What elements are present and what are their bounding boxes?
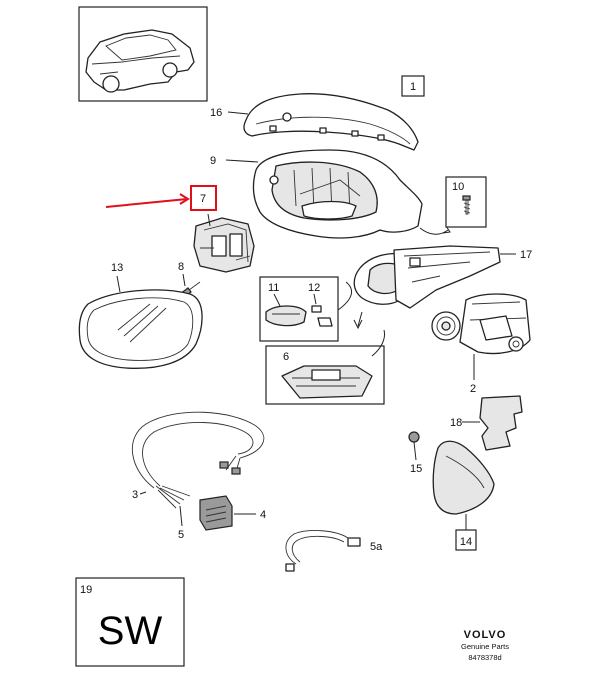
brand-subtitle: Genuine Parts: [461, 642, 509, 651]
callout-13: 13: [111, 262, 123, 274]
callout-19: 19: [80, 584, 92, 596]
part-15-nut: 15: [408, 431, 422, 475]
callout-8: 8: [178, 261, 184, 273]
callout-14: 14: [460, 536, 472, 548]
callout-7: 7: [200, 193, 206, 205]
part-10-screw: 10: [445, 176, 487, 228]
callout-box-1: 1: [401, 75, 425, 97]
callout-9: 9: [210, 155, 216, 167]
callout-1: 1: [410, 81, 416, 93]
part-18-gasket: 18: [450, 395, 523, 451]
callout-5: 5: [178, 529, 184, 541]
callout-11: 11: [268, 282, 279, 294]
callout-18: 18: [450, 417, 462, 429]
callout-17: 17: [520, 249, 532, 261]
callout-6: 6: [283, 351, 289, 363]
callout-box-7: 7: [190, 185, 217, 211]
part-7-actuator: [193, 213, 255, 273]
callout-5a: 5a: [370, 541, 383, 553]
part-6-inset: 6: [265, 329, 385, 405]
callout-10: 10: [452, 181, 464, 193]
callout-12: 12: [308, 282, 320, 294]
callout-4: 4: [260, 509, 266, 521]
part-9-mirror-housing: 9: [210, 149, 451, 239]
part-16-mirror-cover: 16: [210, 93, 419, 151]
highlight-arrow: [105, 193, 190, 208]
callout-2: 2: [470, 383, 476, 395]
part-5-leader: 5: [178, 505, 184, 541]
part-2-motor-unit: 2: [431, 293, 531, 395]
part-11-12-inset: 11 12: [259, 276, 353, 342]
part-13-mirror-glass: 13: [78, 262, 203, 369]
callout-15: 15: [410, 463, 422, 475]
part-3-cable-harness: 3: [131, 411, 265, 509]
car-thumbnail: [78, 6, 208, 102]
brand-footer: VOLVO Genuine Parts 8478378d: [461, 629, 509, 662]
sw-label: SW: [98, 609, 163, 653]
brand-name: VOLVO: [464, 629, 507, 641]
part-14-trim-cover: 14: [432, 440, 495, 551]
part-17-mirror-base: 17: [353, 245, 532, 330]
diagram-code: 8478378d: [468, 653, 501, 662]
callout-16: 16: [210, 107, 222, 119]
part-5a-cable: 5a: [285, 530, 383, 572]
callout-3: 3: [132, 489, 138, 501]
callout-box-19: 19 SW: [75, 577, 185, 667]
part-4-connector: 4: [199, 495, 266, 531]
